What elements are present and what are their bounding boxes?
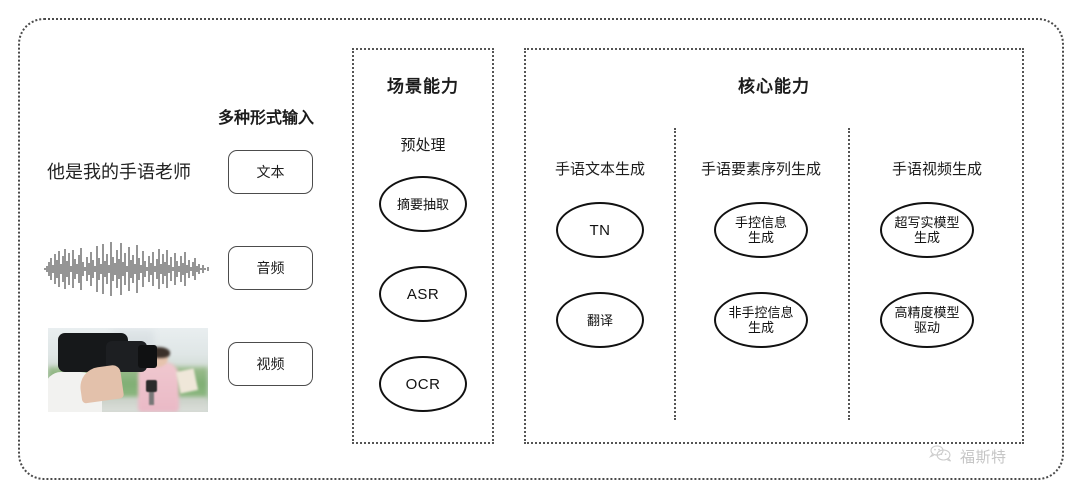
node-ocr-label: OCR (405, 375, 441, 393)
core-column-2-header: 手语要素序列生成 (700, 161, 821, 178)
node-asr-label: ASR (406, 285, 440, 303)
node-nonmanual-signal-generation[interactable]: 非手控信息 生成 (714, 292, 808, 348)
node-manual-signal-generation-label: 手控信息 生成 (734, 215, 787, 245)
video-notebook (175, 368, 198, 394)
audio-modality-label: 音频 (256, 260, 285, 276)
audio-modality-button[interactable]: 音频 (228, 246, 313, 290)
node-high-precision-model-drive-label: 高精度模型 驱动 (894, 305, 960, 335)
watermark-text: 福斯特 (960, 449, 1007, 466)
core-panel-title: 核心能力 (738, 77, 810, 96)
wechat-bubbles-icon (928, 444, 954, 469)
sample-text: 他是我的手语老师 (47, 162, 191, 182)
video-modality-label: 视频 (256, 356, 285, 372)
core-capability-panel: 核心能力 手语文本生成 TN 翻译 手语要素序列生成 手控信息 生成 非手控信息… (524, 48, 1024, 444)
core-column-divider-2 (848, 128, 850, 420)
node-high-precision-model-drive[interactable]: 高精度模型 驱动 (880, 292, 974, 348)
watermark: 福斯特 (928, 444, 1007, 469)
scene-panel-title: 场景能力 (387, 77, 459, 96)
video-reporter-hair (145, 347, 170, 359)
core-column-divider-1 (674, 128, 676, 420)
node-translation[interactable]: 翻译 (556, 292, 644, 348)
video-camera-hood (137, 344, 157, 369)
core-column-1-header: 手语文本生成 (554, 161, 645, 178)
node-photoreal-model-generation-label: 超写实模型 生成 (894, 215, 960, 245)
node-summary-extraction-label: 摘要抽取 (396, 196, 449, 212)
video-microphone (145, 380, 157, 392)
node-asr[interactable]: ASR (379, 266, 467, 322)
input-heading: 多种形式输入 (218, 110, 315, 127)
node-summary-extraction[interactable]: 摘要抽取 (379, 176, 467, 232)
text-modality-button[interactable]: 文本 (228, 150, 313, 194)
video-mic-stick (148, 390, 154, 406)
node-nonmanual-signal-generation-label: 非手控信息 生成 (728, 305, 794, 335)
audio-waveform-svg (44, 242, 209, 296)
node-translation-label: 翻译 (586, 312, 613, 328)
video-modality-button[interactable]: 视频 (228, 342, 313, 386)
node-photoreal-model-generation[interactable]: 超写实模型 生成 (880, 202, 974, 258)
node-tn[interactable]: TN (556, 202, 644, 258)
core-column-3-header: 手语视频生成 (891, 161, 982, 178)
node-ocr[interactable]: OCR (379, 356, 467, 412)
node-manual-signal-generation[interactable]: 手控信息 生成 (714, 202, 808, 258)
scene-section-label: 预处理 (400, 137, 446, 154)
video-thumbnail (48, 328, 208, 412)
audio-waveform-icon (44, 240, 212, 298)
scene-capability-panel: 场景能力 预处理 摘要抽取 ASR OCR (352, 48, 494, 444)
node-tn-label: TN (589, 221, 611, 239)
text-modality-label: 文本 (256, 164, 285, 180)
